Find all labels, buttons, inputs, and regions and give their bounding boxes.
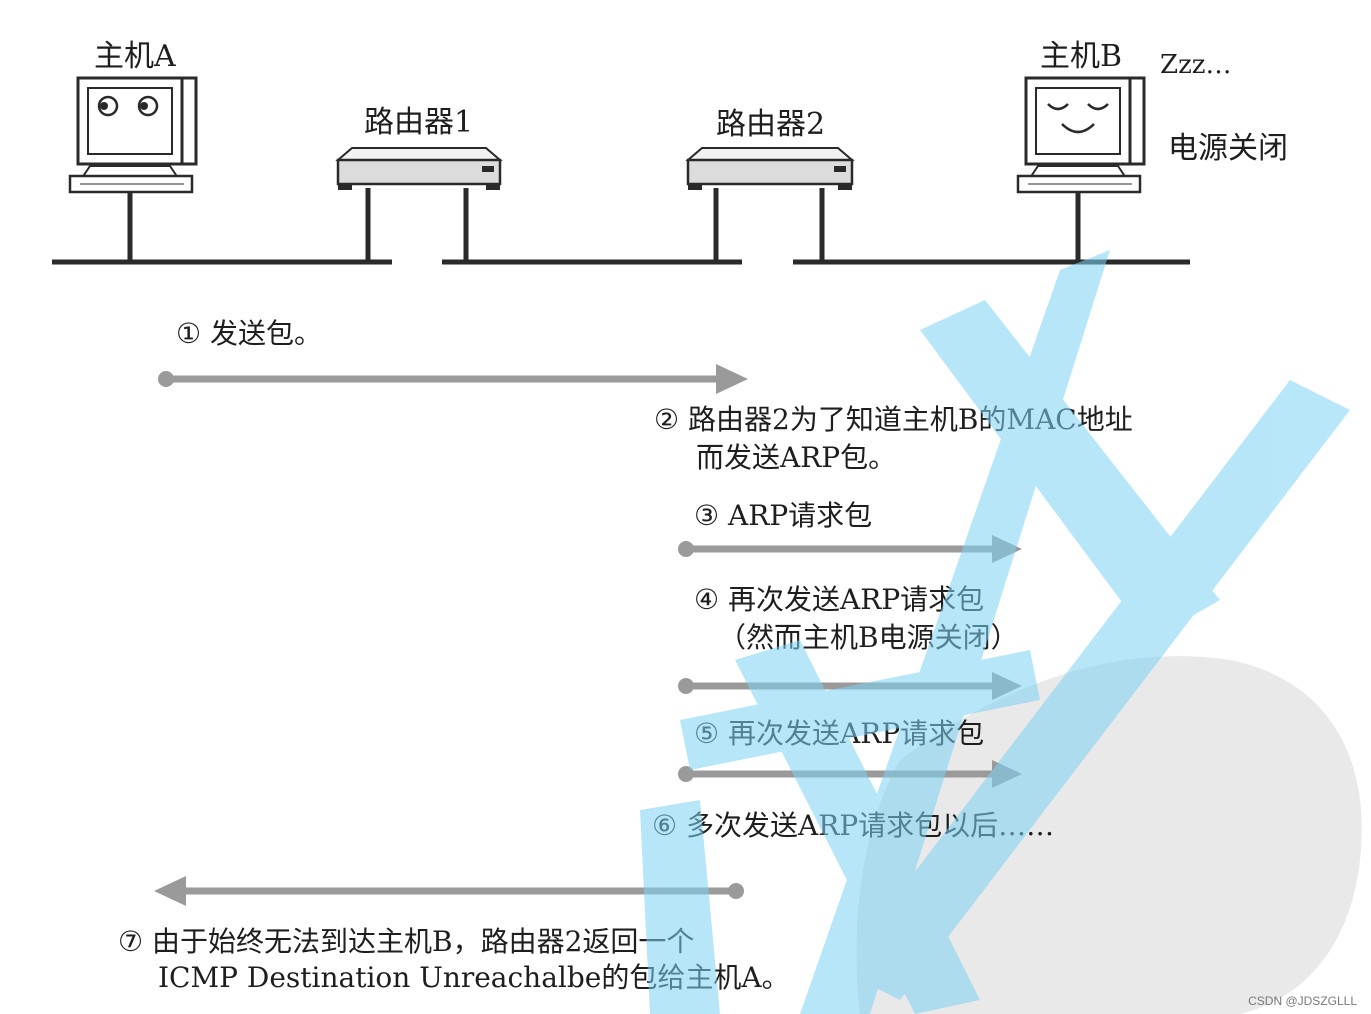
arrow-step-1: [158, 364, 748, 394]
step-7: ⑦ 由于始终无法到达主机B，路由器2返回一个: [118, 924, 694, 960]
step-3-text: ARP请求包: [728, 499, 873, 532]
step-7-text-line-1: 由于始终无法到达主机B，路由器2返回一个: [152, 925, 695, 958]
step-2: ② 路由器2为了知道主机B的MAC地址: [654, 402, 1133, 438]
step-6-number: ⑥: [652, 809, 678, 842]
router-1-icon: [335, 147, 503, 262]
step-4-text-line-1: 再次发送ARP请求包: [728, 583, 985, 616]
step-4-text-line-2: （然而主机B电源关闭）: [718, 621, 1019, 654]
host-a-label: 主机A: [94, 39, 176, 74]
step-6: ⑥ 多次发送ARP请求包以后……: [652, 808, 1054, 844]
host-a-computer-icon: [68, 76, 198, 262]
step-3-number: ③: [694, 499, 720, 532]
router-1-label: 路由器1: [364, 105, 474, 140]
step-5: ⑤ 再次发送ARP请求包: [694, 716, 984, 752]
step-7-text-line-2: ICMP Destination Unreachalbe的包给主机A。: [158, 961, 790, 994]
host-b-label: 主机B: [1040, 39, 1123, 74]
step-3: ③ ARP请求包: [694, 498, 872, 534]
arrow-step-7: [154, 876, 744, 906]
step-7-number: ⑦: [118, 925, 144, 958]
step-2-text-line-2: 而发送ARP包。: [696, 441, 897, 474]
router-2-label: 路由器2: [716, 107, 826, 142]
arrow-step-3: [678, 535, 1022, 563]
step-5-text: 再次发送ARP请求包: [728, 717, 985, 750]
router-2-icon: [685, 147, 855, 262]
step-1-text: 发送包。: [210, 317, 323, 350]
arrow-step-4: [678, 672, 1022, 700]
host-b-computer-icon: [1016, 76, 1146, 262]
step-4: ④ 再次发送ARP请求包: [694, 582, 984, 618]
step-1-number: ①: [176, 317, 202, 350]
watermark-text: CSDN @JDSZGLLL: [1248, 994, 1357, 1008]
step-2-number: ②: [654, 403, 680, 436]
power-off-label: 电源关闭: [1168, 131, 1288, 166]
step-2-text-line-1: 路由器2为了知道主机B的MAC地址: [688, 403, 1133, 436]
step-5-number: ⑤: [694, 717, 720, 750]
sleep-indicator: Zzz…: [1160, 50, 1232, 80]
step-1: ① 发送包。: [176, 316, 322, 352]
step-4-number: ④: [694, 583, 720, 616]
step-6-text: 多次发送ARP请求包以后……: [686, 809, 1055, 842]
